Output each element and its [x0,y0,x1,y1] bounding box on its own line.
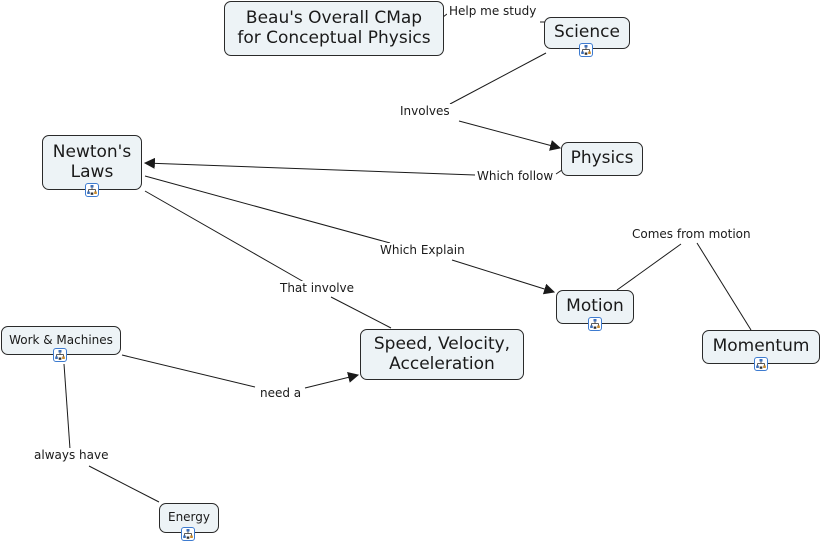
link-label-that-involve[interactable]: That involve [278,281,357,295]
concept-title[interactable]: Beau's Overall CMap for Conceptual Physi… [224,1,444,56]
connector-arrow [451,259,556,295]
concept-label: Physics [570,148,634,169]
concept-label: Science [554,22,620,43]
connector-line [449,52,547,105]
connector-arrow [458,120,562,151]
concept-label: Speed, Velocity, Acceleration [373,333,511,374]
concept-label: Energy [167,510,210,525]
link-label-which-explain[interactable]: Which Explain [378,243,467,257]
link-label-need-a[interactable]: need a [258,386,304,400]
link-label-involves[interactable]: Involves [398,104,452,118]
connector-line [63,363,71,450]
submap-icon[interactable] [579,43,593,57]
connector-arrow [304,372,360,389]
concept-label: Momentum [712,336,810,357]
connector-line [144,175,391,244]
concept-label: Beau's Overall CMap for Conceptual Physi… [237,7,431,48]
submap-icon[interactable] [53,348,67,362]
link-label-help-me-study[interactable]: Help me study [447,4,539,18]
submap-icon[interactable] [754,357,768,371]
concept-physics[interactable]: Physics [561,142,643,176]
submap-icon[interactable] [85,183,99,197]
link-label-always-have[interactable]: always have [32,448,111,462]
connector-line [616,243,682,291]
connector-line [330,296,392,329]
connector-line [696,242,752,331]
connector-line [88,465,160,503]
concept-science[interactable]: Science [544,17,630,49]
concept-energy[interactable]: Energy [159,503,219,533]
link-label-comes-from-motion[interactable]: Comes from motion [630,227,753,241]
connector-line [144,190,305,283]
submap-icon[interactable] [181,527,195,541]
concept-label: Work & Machines [9,332,113,347]
connector-line [121,354,256,388]
concept-speed-velocity-acceleration[interactable]: Speed, Velocity, Acceleration [360,329,524,380]
connector-arrow [143,157,476,176]
submap-icon[interactable] [588,317,602,331]
concept-label: Newton's Laws [52,141,132,182]
concept-newtons-laws[interactable]: Newton's Laws [42,135,142,190]
link-label-which-follow[interactable]: Which follow [475,169,556,183]
concept-label: Motion [566,296,624,317]
